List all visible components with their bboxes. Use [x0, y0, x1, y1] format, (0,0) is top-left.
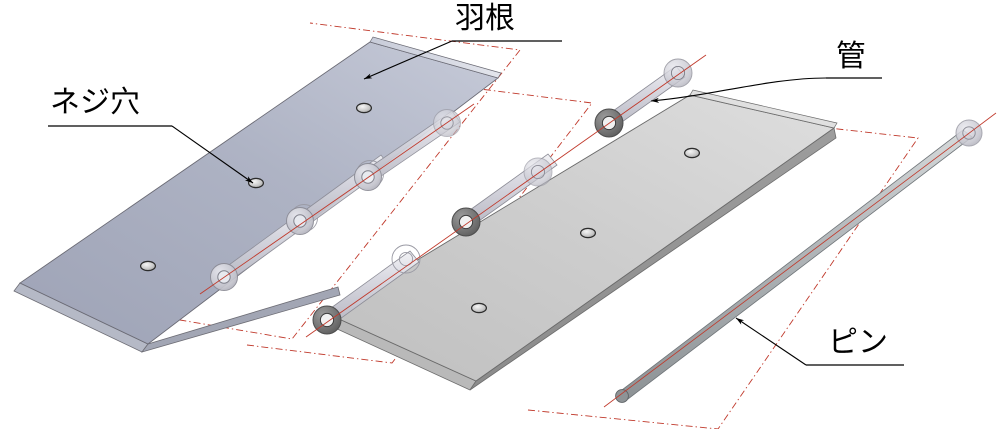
- leaf-right-top-bevel: [689, 89, 838, 129]
- knuckle-centerline-right: [305, 54, 707, 338]
- screw-hole-icon: [683, 147, 701, 159]
- hinge-leaf-left: [13, 36, 502, 353]
- knuckle-far-bore: [440, 116, 454, 130]
- label-screw-hole: ネジ穴: [50, 85, 140, 120]
- leaf-left-side-edge: [140, 286, 341, 353]
- pin-head-bore: [962, 126, 976, 140]
- leader-line-knuckle: [650, 77, 827, 103]
- knuckle-far-bore: [530, 164, 546, 180]
- leader-line-leaf: [363, 40, 453, 80]
- screw-hole-icon: [355, 102, 373, 114]
- label-pin: ピン: [828, 325, 888, 360]
- knuckle-bore: [319, 312, 335, 328]
- knuckle-centerline-left: [199, 103, 475, 295]
- knuckle-far-cap: [391, 244, 421, 274]
- knuckle-bore: [458, 214, 474, 230]
- pin-bottom-end: [615, 389, 629, 403]
- label-knuckle: 管: [836, 39, 866, 74]
- knuckle-bore: [293, 214, 307, 228]
- leader-line-pin: [735, 317, 807, 366]
- label-leaf: 羽根: [455, 1, 515, 36]
- guide-outline-middle: [246, 82, 593, 364]
- label-leaders: [48, 40, 904, 366]
- screw-hole-icon: [247, 177, 265, 189]
- exploded-guide-lines: [79, 22, 919, 429]
- screw-hole-icon: [579, 227, 597, 239]
- knuckle-far-bore: [670, 65, 686, 81]
- pin-centerline: [603, 112, 997, 408]
- guide-outline-left: [79, 22, 521, 340]
- leaf-right-screw-holes: [470, 147, 701, 314]
- knuckle-far-cap: [523, 157, 553, 187]
- leader-line-screw-hole: [171, 125, 254, 184]
- knuckle-far-bore: [398, 251, 414, 267]
- hinge-pin: [603, 112, 997, 408]
- hinge-leaf-right: [305, 54, 838, 391]
- knuckle-far-cap: [663, 58, 693, 88]
- screw-hole-icon: [139, 260, 157, 272]
- leaf-left-top-bevel: [369, 36, 502, 79]
- screw-hole-icon: [470, 302, 488, 314]
